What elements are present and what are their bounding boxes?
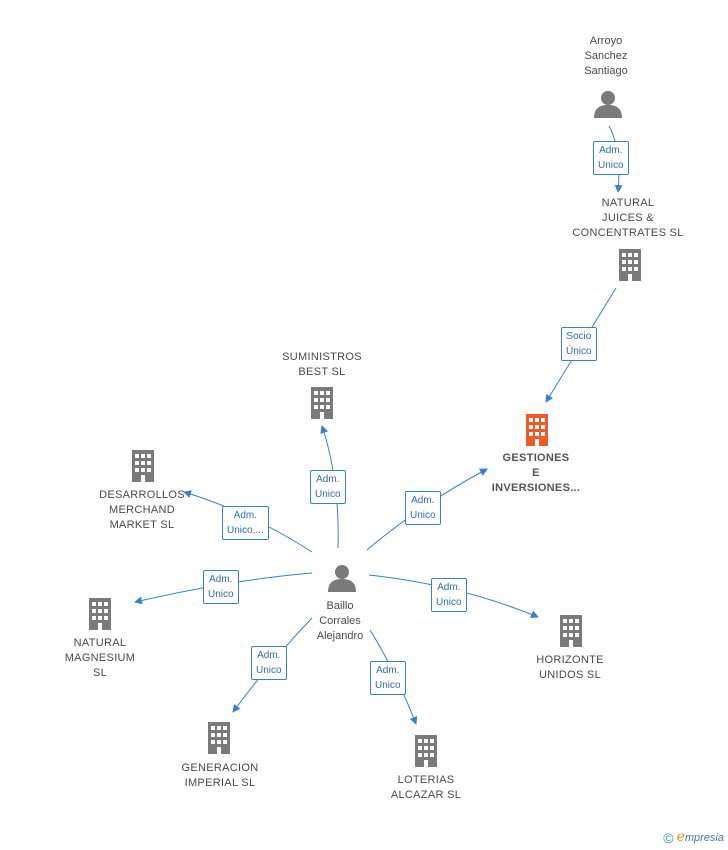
node-label-arroyo[interactable]: Arroyo Sanchez Santiago — [584, 35, 628, 77]
edge-label-baillo-suministros[interactable]: Adm. Unico — [310, 470, 346, 504]
building-icon-loterias[interactable] — [415, 735, 437, 767]
edge-label-baillo-natural-magnesium[interactable]: Adm. Unico — [203, 570, 239, 604]
node-label-generacion[interactable]: GENERACION IMPERIAL SL — [181, 762, 259, 789]
node-label-natural-magnesium[interactable]: NATURAL MAGNESIUM SL — [64, 637, 136, 679]
person-icon-arroyo[interactable] — [594, 91, 622, 118]
node-label-loterias[interactable]: LOTERIAS ALCAZAR SL — [390, 774, 462, 801]
node-label-suministros[interactable]: SUMINISTROS BEST SL — [282, 351, 362, 378]
node-label-baillo[interactable]: Baillo Corrales Alejandro — [316, 600, 364, 642]
node-label-horizonte[interactable]: HORIZONTE UNIDOS SL — [536, 654, 604, 681]
building-icon-horizonte[interactable] — [560, 615, 582, 647]
building-icon-generacion[interactable] — [208, 722, 230, 754]
person-icon-baillo[interactable] — [328, 565, 356, 592]
edge-label-baillo-horizonte[interactable]: Adm. Unico — [431, 578, 467, 612]
brand-logo-initial: e — [676, 828, 685, 845]
node-label-gestiones[interactable]: GESTIONES E INVERSIONES... — [491, 452, 581, 494]
edge-label-baillo-generacion[interactable]: Adm. Unico — [251, 646, 287, 680]
building-icon-desarrollos[interactable] — [132, 450, 154, 482]
node-label-natural-juices[interactable]: NATURAL JUICES & CONCENTRATES SL — [572, 197, 684, 239]
building-icon-natural-juices[interactable] — [619, 249, 641, 281]
edge-label-baillo-gestiones[interactable]: Adm. Unico — [405, 491, 441, 525]
edge-label-baillo-desarrollos[interactable]: Adm. Unico,... — [222, 506, 269, 540]
building-icon-natural-magnesium[interactable] — [89, 598, 111, 630]
footer-brand[interactable]: © empresia — [663, 829, 724, 846]
edge-label-natural-juices-gestiones[interactable]: Socio Único — [561, 327, 597, 361]
node-label-desarrollos[interactable]: DESARROLLOS MERCHAND MARKET SL — [99, 489, 185, 531]
building-icon-gestiones[interactable] — [526, 414, 548, 446]
edge-label-baillo-loterias[interactable]: Adm. Unico — [370, 661, 406, 695]
edge-label-arroyo-natural-juices[interactable]: Adm. Unico — [593, 141, 629, 175]
brand-logo-text: mpresia — [684, 831, 724, 844]
copyright-icon: © — [663, 830, 674, 846]
building-icon-suministros[interactable] — [311, 387, 333, 419]
